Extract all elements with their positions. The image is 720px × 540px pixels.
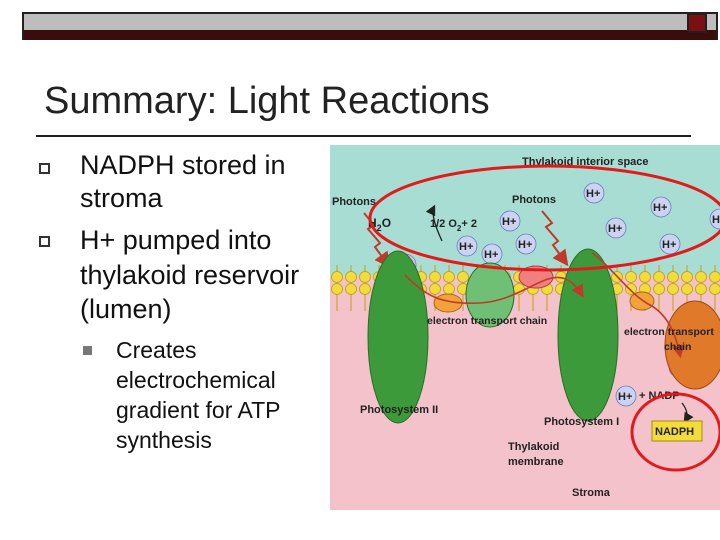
thylakoid-label-1: Thylakoid [508, 441, 559, 453]
bullet-1-line-2: stroma [80, 183, 163, 213]
svg-text:H+: H+ [459, 241, 473, 253]
photon-arrow-2 [541, 210, 569, 267]
electron-path-1 [404, 274, 584, 305]
light-reactions-diagram: Thylakoid interior space Photons Photons… [330, 145, 720, 510]
bullet-marker-2 [39, 236, 50, 247]
sub-bullet-marker [83, 346, 92, 355]
ferredoxin [629, 291, 655, 311]
title-bar-band [24, 30, 716, 40]
h-ion-6: H+ [481, 243, 503, 265]
bullet-1-line-1: NADPH stored in [80, 150, 286, 180]
water-split-arrow [425, 204, 443, 242]
nadph-label: NADPH [655, 426, 694, 438]
nadp-reductase [664, 300, 720, 390]
lumen-highlight-circle [368, 164, 720, 272]
svg-text:H+: H+ [484, 249, 498, 261]
h-ion-9: H+ [709, 208, 720, 230]
photons-label-2: Photons [512, 194, 556, 206]
h-ion-1: H+ [583, 182, 605, 204]
svg-text:H+: H+ [712, 214, 720, 226]
h-ion-8: H+ [659, 233, 681, 255]
stroma-label: Stroma [572, 487, 611, 499]
svg-text:H+: H+ [653, 202, 667, 214]
svg-text:H+: H+ [662, 239, 676, 251]
h-ion-3: H+ [605, 217, 627, 239]
h-ion-2: H+ [650, 196, 672, 218]
svg-text:H+: H+ [518, 239, 532, 251]
nadph-highlight-circle [630, 392, 720, 472]
h-ion-4: H+ [499, 210, 521, 232]
photosystem-ii [367, 250, 429, 424]
corner-box-decoration [687, 13, 707, 33]
svg-text:H+: H+ [586, 188, 600, 200]
title-divider [36, 135, 691, 137]
etc-label-1: electron transport chain [427, 315, 547, 327]
h-ion-5: H+ [456, 235, 478, 257]
etc-label-2a: electron transport [624, 326, 714, 338]
sub-bullet-line-2: electrochemical [116, 367, 276, 393]
sub-bullet-line-3: gradient for ATP [116, 397, 281, 423]
bullet-marker-1 [39, 163, 50, 174]
bullet-2-line-2: thylakoid reservoir [80, 260, 300, 290]
psii-label: Photosystem II [360, 404, 438, 416]
svg-text:H+: H+ [502, 216, 516, 228]
sub-bullet-line-4: synthesis [116, 427, 212, 453]
svg-text:H+: H+ [608, 223, 622, 235]
bullet-2-line-1: H+ pumped into [80, 225, 272, 255]
title-bar-decoration [22, 12, 718, 40]
thylakoid-label-2: membrane [508, 456, 564, 468]
svg-text:H+: H+ [618, 391, 632, 403]
slide-title: Summary: Light Reactions [44, 80, 490, 122]
sub-bullet-line-1: Creates [116, 337, 197, 363]
nadp-arrow [681, 402, 694, 424]
bullet-2-line-3: (lumen) [80, 294, 172, 324]
nadph-box [651, 420, 703, 442]
photosystem-i [557, 248, 619, 422]
photons-label-1: Photons [332, 196, 376, 208]
h-ion-7: H+ [515, 233, 537, 255]
h-ion-10: H+ [615, 385, 637, 407]
etc-label-2b: chain [664, 341, 691, 353]
psi-label: Photosystem I [544, 416, 619, 428]
